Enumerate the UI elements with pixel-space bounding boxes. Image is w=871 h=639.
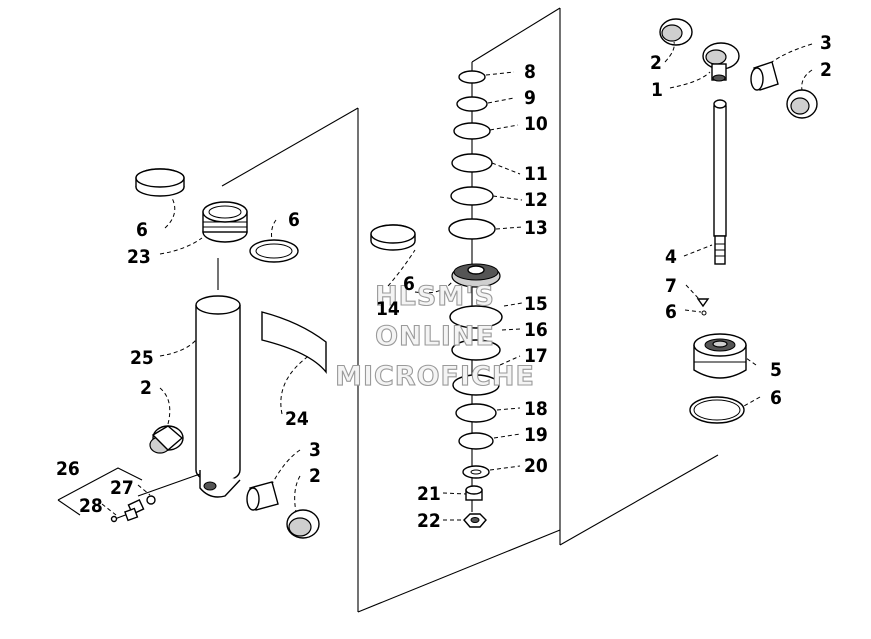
ring-part-6-right	[249, 239, 299, 263]
bushing-part-2-top-left	[659, 18, 693, 46]
callout-15: 15	[524, 293, 548, 315]
callout-19: 19	[524, 424, 548, 446]
callout-5: 5	[770, 359, 782, 381]
right-shaft-assembly	[659, 18, 818, 424]
fitting-kit-part-26	[57, 467, 201, 523]
nut-part-22	[463, 513, 487, 528]
screw-part-28	[110, 507, 139, 523]
callout-3-lower: 3	[309, 439, 321, 461]
callout-13: 13	[524, 217, 548, 239]
callout-2-top-right: 2	[820, 59, 832, 81]
sleeve-part-24	[261, 311, 327, 374]
valve-stack	[370, 62, 503, 528]
panel-dividers	[221, 7, 719, 613]
sleeve-part-3-lower	[246, 481, 279, 511]
watermark: HLSM'S ONLINE MICROFICHE	[335, 280, 535, 392]
bushing-part-2-lower	[286, 509, 320, 539]
sleeve-part-3-upper	[750, 61, 779, 91]
callout-6-middle: 6	[403, 273, 415, 295]
washers	[448, 70, 496, 240]
callout-16: 16	[524, 319, 548, 341]
callout-6-ring: 6	[288, 209, 300, 231]
callout-6-right: 6	[665, 301, 677, 323]
watermark-line-1: HLSM'S	[375, 281, 495, 312]
callout-28: 28	[79, 495, 103, 517]
bushing-part-2-left	[149, 425, 184, 454]
callout-12: 12	[524, 189, 548, 211]
screw-part-7	[696, 298, 710, 316]
left-shock-assembly	[57, 168, 327, 539]
ring-part-6-middle	[370, 224, 416, 251]
callout-21: 21	[417, 483, 441, 505]
bushing-ring-part-6-upper-left	[135, 168, 185, 197]
callout-labels: 8 9 10 11 12 13 14 15 16 17 18 19 20 21 …	[56, 32, 832, 532]
callout-25: 25	[130, 347, 154, 369]
callout-2-left: 2	[140, 377, 152, 399]
leader-lines	[101, 41, 813, 521]
callout-22: 22	[417, 510, 441, 532]
callout-24: 24	[285, 408, 309, 430]
callout-17: 17	[524, 345, 548, 367]
watermark-line-3: MICROFICHE	[335, 361, 535, 392]
o-ring-part-6-lower	[689, 396, 745, 424]
callout-2-top-left: 2	[650, 52, 662, 74]
eyelet-part-1	[702, 42, 740, 82]
callout-18: 18	[524, 398, 548, 420]
shock-body-part-25	[195, 295, 241, 498]
callout-9: 9	[524, 87, 536, 109]
callout-20: 20	[524, 455, 548, 477]
bushing-part-2-top-right	[786, 89, 818, 119]
callout-14: 14	[376, 298, 400, 320]
callout-7: 7	[665, 275, 677, 297]
callout-3-upper: 3	[820, 32, 832, 54]
callout-11: 11	[524, 163, 548, 185]
shaft-part-4	[713, 99, 727, 265]
nut-part-21	[465, 485, 483, 501]
callout-26: 26	[56, 458, 80, 480]
callout-8: 8	[524, 61, 536, 83]
callout-6-upper-left: 6	[136, 219, 148, 241]
callout-6-lower-right: 6	[770, 387, 782, 409]
callout-10: 10	[524, 113, 548, 135]
piston-part-14	[451, 263, 501, 288]
seal-part-23	[202, 201, 248, 243]
washers-lower	[449, 305, 503, 479]
watermark-line-2: ONLINE	[375, 321, 495, 352]
cap-part-5	[693, 333, 747, 379]
callout-1: 1	[651, 79, 663, 101]
callout-27: 27	[110, 477, 134, 499]
callout-23: 23	[127, 246, 151, 268]
callout-4: 4	[665, 246, 677, 268]
callout-2-lower: 2	[309, 465, 321, 487]
